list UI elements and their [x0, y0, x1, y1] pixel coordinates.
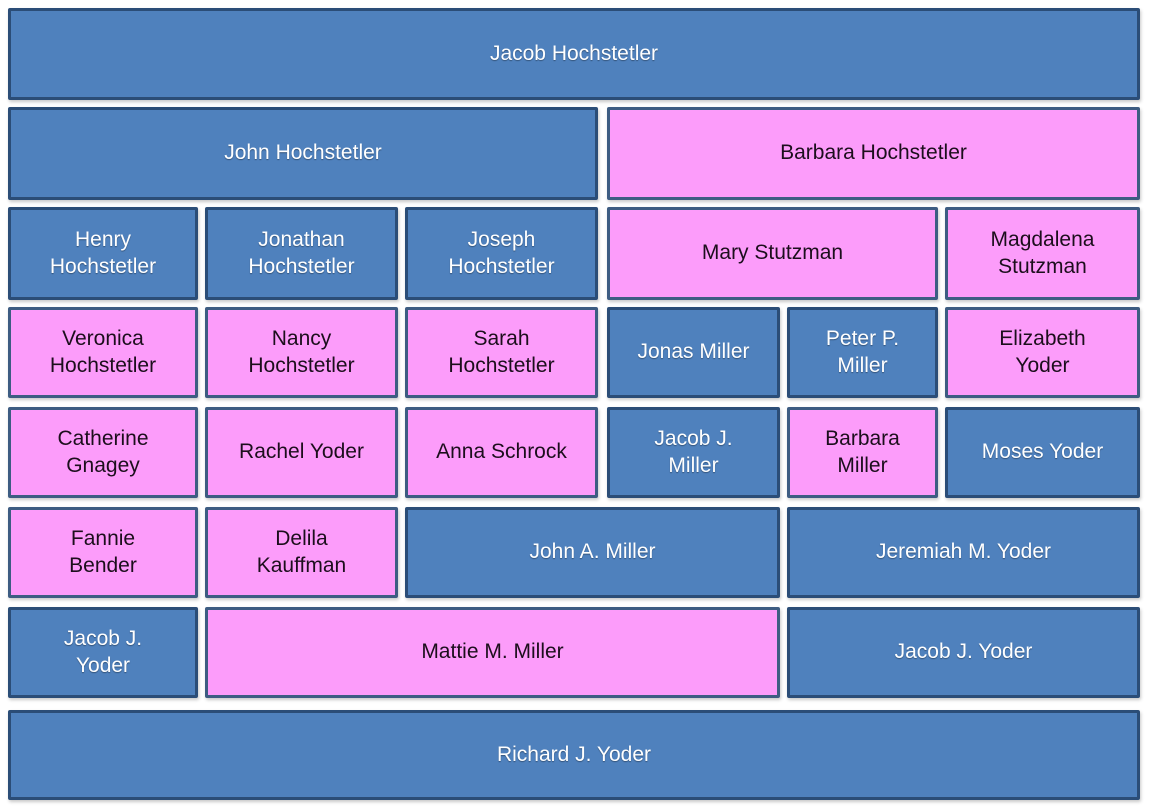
person-box-jacob-hochstetler: Jacob Hochstetler: [8, 8, 1140, 100]
person-box-fannie-bender: Fannie Bender: [8, 507, 198, 598]
person-box-anna-schrock: Anna Schrock: [405, 407, 598, 498]
person-box-peter-p-miller: Peter P. Miller: [787, 307, 938, 398]
person-box-jeremiah-m-yoder: Jeremiah M. Yoder: [787, 507, 1140, 598]
person-box-mary-stutzman: Mary Stutzman: [607, 207, 938, 300]
person-box-jacob-j-yoder: Jacob J. Yoder: [8, 607, 198, 698]
person-box-barbara-hochstetler: Barbara Hochstetler: [607, 107, 1140, 200]
person-box-richard-j-yoder: Richard J. Yoder: [8, 710, 1140, 800]
person-box-john-hochstetler: John Hochstetler: [8, 107, 598, 200]
person-box-veronica-hochstetler: Veronica Hochstetler: [8, 307, 198, 398]
person-box-joseph-hochstetler: Joseph Hochstetler: [405, 207, 598, 300]
person-box-jonas-miller: Jonas Miller: [607, 307, 780, 398]
person-box-delila-kauffman: Delila Kauffman: [205, 507, 398, 598]
person-box-elizabeth-yoder: Elizabeth Yoder: [945, 307, 1140, 398]
person-box-moses-yoder: Moses Yoder: [945, 407, 1140, 498]
person-box-john-a-miller: John A. Miller: [405, 507, 780, 598]
person-box-nancy-hochstetler: Nancy Hochstetler: [205, 307, 398, 398]
person-box-catherine-gnagey: Catherine Gnagey: [8, 407, 198, 498]
person-box-mattie-m-miller: Mattie M. Miller: [205, 607, 780, 698]
person-box-jonathan-hochstetler: Jonathan Hochstetler: [205, 207, 398, 300]
person-box-jacob-j-yoder: Jacob J. Yoder: [787, 607, 1140, 698]
person-box-barbara-miller: Barbara Miller: [787, 407, 938, 498]
person-box-jacob-j-miller: Jacob J. Miller: [607, 407, 780, 498]
person-box-magdalena-stutzman: Magdalena Stutzman: [945, 207, 1140, 300]
person-box-sarah-hochstetler: Sarah Hochstetler: [405, 307, 598, 398]
person-box-henry-hochstetler: Henry Hochstetler: [8, 207, 198, 300]
person-box-rachel-yoder: Rachel Yoder: [205, 407, 398, 498]
